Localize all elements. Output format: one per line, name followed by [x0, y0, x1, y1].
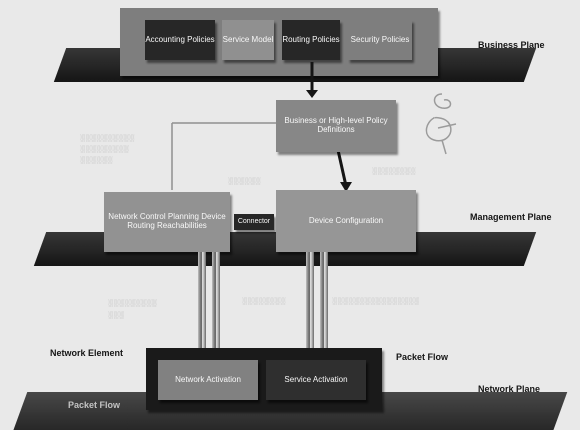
service-activation-box: Service Activation	[266, 360, 366, 400]
business-goals-label: Business or High-level Policy Definition…	[276, 117, 396, 135]
faint-text-7: ░░░	[108, 312, 124, 319]
management-plane-label: Management Plane	[470, 212, 552, 222]
sketch-figure	[412, 88, 472, 158]
business-goals-box: Business or High-level Policy Definition…	[276, 100, 396, 152]
faint-text-6: ░░░░░░░░░	[108, 300, 157, 307]
faint-text-9: ░░░░░░░░░░░░░░░░	[332, 298, 419, 305]
connector-label: Connector	[238, 218, 270, 226]
service-activation-label: Service Activation	[284, 376, 347, 385]
network-control-box: Network Control Planning Device Routing …	[104, 192, 230, 252]
network-plane-label: Network Plane	[478, 384, 540, 394]
faint-text-5: ░░░░░░░░	[372, 168, 416, 175]
network-control-label: Network Control Planning Device Routing …	[104, 213, 230, 231]
connector-box: Connector	[234, 214, 274, 230]
faint-text-2: ░░░░░░░░░	[80, 146, 129, 153]
faint-text-1: ░░░░░░░░░░	[80, 135, 135, 142]
network-activation-box: Network Activation	[158, 360, 258, 400]
network-activation-label: Network Activation	[175, 376, 241, 385]
device-configuration-box: Device Configuration	[276, 190, 416, 252]
device-configuration-label: Device Configuration	[309, 217, 383, 226]
faint-text-4: ░░░░░░	[228, 178, 261, 185]
faint-text-3: ░░░░░░	[80, 157, 113, 164]
packet-flow-left-label: Packet Flow	[68, 400, 120, 410]
faint-text-8: ░░░░░░░░	[242, 298, 286, 305]
network-element-label: Network Element	[50, 348, 123, 358]
packet-flow-right-label: Packet Flow	[396, 352, 448, 362]
